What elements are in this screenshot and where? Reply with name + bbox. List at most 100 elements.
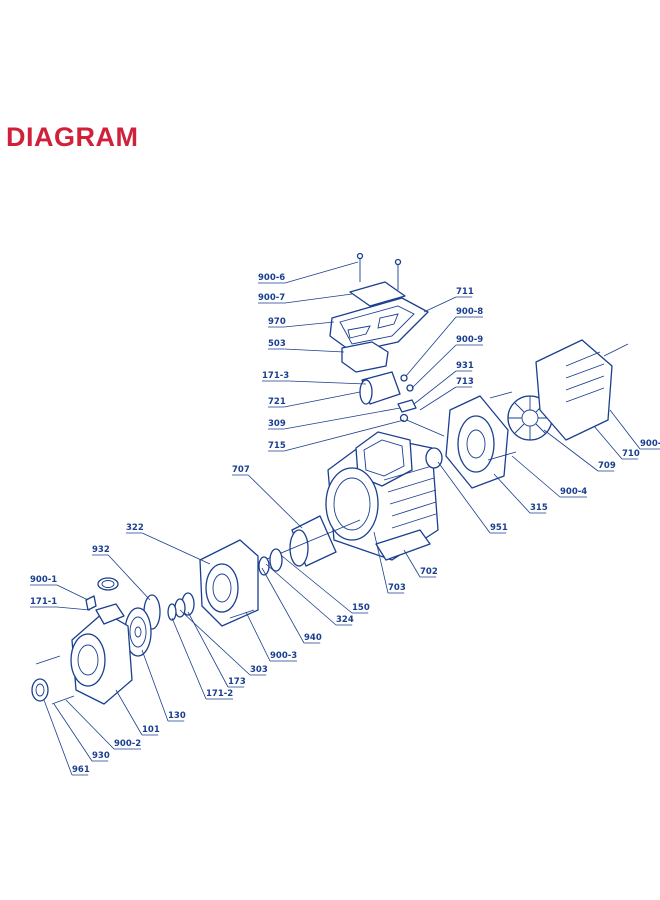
leader-line-171-3 [288,380,367,385]
outlet-ring-inner [101,580,115,588]
terminal-block [341,341,389,373]
seal-spring [167,603,177,621]
part-label-940: 940 [304,633,322,643]
part-label-315: 315 [530,503,548,513]
part-label-931: 931 [456,361,474,371]
leader-line-150 [281,555,353,614]
part-label-932: 932 [92,545,110,555]
leader-line-900-5 [609,409,641,450]
leader-line-900-4 [511,455,561,498]
part-label-711: 711 [456,287,474,297]
part-label-322: 322 [126,523,144,533]
leader-line-900-3 [245,611,271,662]
washer-small [400,374,408,382]
leader-line-721 [284,391,361,408]
leader-line-900-1 [56,584,89,601]
leader-lines [30,261,660,776]
leader-line-931 [413,370,457,405]
part-label-703: 703 [388,583,406,593]
part-label-709: 709 [598,461,616,471]
leader-line-951 [437,461,491,534]
nut-small [406,384,414,392]
part-label-702: 702 [420,567,438,577]
capacitor [359,371,401,405]
leader-line-900-7 [284,293,353,304]
leader-line-322 [142,532,211,565]
leader-line-970 [284,321,335,328]
end-shield-screw [487,451,517,461]
switch-hardware [397,399,445,437]
part-label-715: 715 [268,441,286,451]
part-label-130: 130 [168,711,186,721]
leader-line-710 [593,425,623,460]
shaft-seal-ring [258,556,270,576]
leader-line-940 [261,567,305,644]
pump-drawing [31,252,629,705]
pump-casing [70,603,133,705]
part-label-930: 930 [92,751,110,761]
motor-housing [325,431,439,561]
part-label-900-6: 900-6 [258,273,285,283]
leader-line-173 [187,611,229,688]
part-label-900-1: 900-1 [30,575,57,585]
leader-line-101 [115,689,143,736]
part-label-324: 324 [336,615,354,625]
part-label-951: 951 [490,523,508,533]
part-label-900-3: 900-3 [270,651,297,661]
leader-line-709 [543,429,599,472]
priming-plug [85,595,97,611]
leader-line-315 [493,473,531,514]
part-label-900-5: 900-5 [640,439,660,449]
leader-line-932 [107,554,151,601]
leader-line-503 [284,348,345,353]
leader-line-303 [179,609,251,676]
bracket-bolt [229,609,255,619]
leader-line-130 [141,649,169,722]
part-label-900-9: 900-9 [456,335,483,345]
fan-cover [535,339,613,441]
part-label-900-8: 900-8 [456,307,483,317]
leader-line-309 [284,407,401,430]
leader-line-900-8 [405,316,457,377]
part-label-171-2: 171-2 [206,689,233,699]
front-bracket [199,539,259,627]
leader-line-930 [53,703,93,762]
part-label-150: 150 [352,603,370,613]
leader-line-711 [423,296,457,313]
part-label-503: 503 [268,339,286,349]
cover-gasket [349,281,406,307]
part-label-961: 961 [72,765,90,775]
part-label-173: 173 [228,677,246,687]
part-label-721: 721 [268,397,286,407]
part-label-710: 710 [622,449,640,459]
leader-line-171-2 [171,617,207,700]
leader-line-900-6 [284,261,359,284]
leader-line-707 [247,474,303,529]
outlet-ring [97,577,119,591]
leader-line-715 [284,419,405,452]
part-label-101: 101 [142,725,160,735]
leader-line-324 [265,563,337,626]
lid-screws [356,252,402,290]
part-label-171-3: 171-3 [262,371,289,381]
leader-line-702 [403,549,421,578]
part-label-900-7: 900-7 [258,293,285,303]
bearing-rear [269,548,283,572]
leader-line-961 [43,699,73,776]
leader-line-900-9 [411,344,457,389]
casing-bolts [35,655,75,705]
leader-line-171-1 [56,606,91,611]
part-label-900-2: 900-2 [114,739,141,749]
part-label-900-4: 900-4 [560,487,587,497]
drain-plug [31,678,49,702]
part-label-713: 713 [456,377,474,387]
fan-cover-screw [603,343,629,357]
rear-end-shield [445,395,509,489]
end-shield-screw-top [489,391,513,399]
part-label-970: 970 [268,317,286,327]
page-title: DIAGRAM [6,122,139,152]
part-labels: 900-6 900-7 970 711 900-8 900-9 503 931 713 171-3… [30,273,660,775]
gasket-951 [425,447,443,469]
leader-line-900-2 [65,699,115,750]
